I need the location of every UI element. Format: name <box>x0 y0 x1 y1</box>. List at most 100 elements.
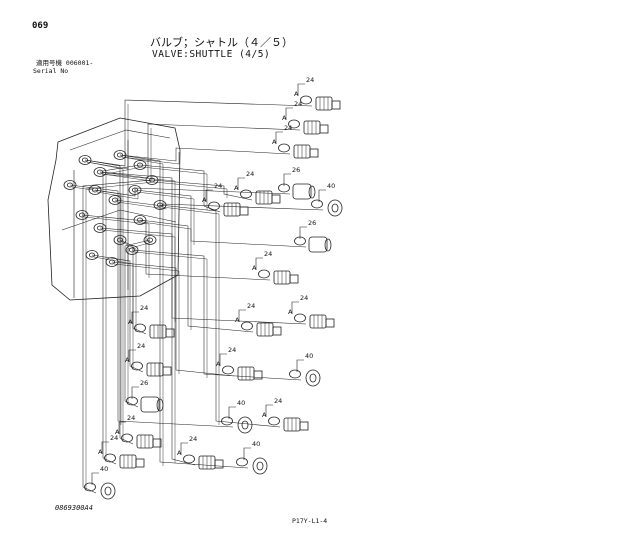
part-fitting: A24 <box>235 302 282 337</box>
fitting-flats <box>297 145 307 158</box>
callout-leader <box>118 421 126 434</box>
routing-line <box>81 214 271 281</box>
fitting-stem <box>239 206 249 216</box>
routing-line <box>139 219 254 333</box>
callout-leader <box>131 386 139 399</box>
callout-leader <box>131 311 139 324</box>
fitting-flats <box>153 325 163 338</box>
fitting-flats <box>123 455 133 468</box>
o-ring <box>300 95 312 105</box>
routing-line <box>121 152 180 165</box>
mark-a: A <box>282 114 287 122</box>
part-callout-24: 24 <box>306 76 314 84</box>
mark-a: A <box>125 356 130 364</box>
plug-socket <box>256 461 264 471</box>
part-fitting: A 24 <box>272 124 319 159</box>
routing-line <box>119 147 291 162</box>
routing-line <box>119 154 249 469</box>
plug-socket <box>104 486 112 496</box>
fitting-stem <box>331 100 341 110</box>
port-bore <box>67 182 74 188</box>
part-callout-40: 40 <box>252 440 260 448</box>
mark-a: A <box>252 264 257 272</box>
routing-line <box>91 254 144 373</box>
routing-line <box>96 191 139 200</box>
routing-line <box>101 173 176 463</box>
shuttle-end <box>308 185 316 199</box>
callout-leader <box>228 406 236 419</box>
routing-line <box>159 204 281 428</box>
port-bore <box>146 237 153 243</box>
fitting-flats <box>287 418 297 431</box>
o-ring <box>258 269 270 279</box>
part-callout-24: 24 <box>274 397 282 405</box>
callout-leader <box>91 472 99 485</box>
fitting-flats <box>140 435 150 448</box>
callout-leader <box>318 189 326 202</box>
fitting-stem <box>272 326 282 336</box>
o-ring <box>134 323 146 333</box>
fitting-flats <box>260 323 270 336</box>
port-boss <box>75 210 89 220</box>
fitting-stem <box>135 458 145 468</box>
o-ring <box>121 433 133 443</box>
plug-head <box>252 457 268 475</box>
callout-leader <box>291 301 299 314</box>
part-fitting: A24 <box>115 414 162 449</box>
routing-line <box>161 206 220 425</box>
part-plug: 40 <box>236 440 268 475</box>
routing-line <box>84 99 313 167</box>
callout-leader <box>238 309 246 322</box>
routing-line <box>124 239 151 408</box>
routing-line <box>86 104 129 170</box>
plug-socket <box>241 420 249 430</box>
part-plug: 40 <box>221 399 253 434</box>
o-ring <box>294 313 306 323</box>
port-bore <box>112 197 119 203</box>
part-fitting: A24 <box>294 76 341 111</box>
mark-a: A <box>262 411 267 419</box>
part-callout-24: 24 <box>137 342 145 350</box>
routing-line <box>141 166 208 210</box>
fitting-flats <box>259 191 269 204</box>
part-shuttle: 26 <box>294 219 332 253</box>
fitting-stem <box>165 328 175 338</box>
part-callout-24: 24 <box>189 435 197 443</box>
callout-leader <box>283 173 291 186</box>
routing-line <box>93 256 134 370</box>
part-callout-24: 24 <box>228 346 236 354</box>
shuttle-body <box>308 236 328 253</box>
fitting-stem <box>309 148 319 158</box>
page-number: 069 <box>32 21 49 31</box>
o-ring <box>278 143 290 153</box>
routing-line <box>105 166 143 462</box>
serial-range-japanese: 適用号機 006001- <box>36 59 94 67</box>
fitting-stem <box>289 274 299 284</box>
fitting-stem <box>319 124 329 134</box>
part-fitting: A24 <box>177 435 224 470</box>
part-callout-24: 24 <box>284 124 292 132</box>
routing-line <box>136 191 195 245</box>
port-boss <box>93 167 107 177</box>
part-callout-40: 40 <box>100 465 108 473</box>
plug-head <box>327 199 343 217</box>
routing-line <box>101 128 152 182</box>
part-callout-26: 26 <box>292 166 300 174</box>
routing-line <box>153 181 228 198</box>
port-boss <box>133 160 147 170</box>
o-ring <box>241 321 253 331</box>
part-callout-24: 24 <box>247 302 255 310</box>
part-fitting: A24 <box>288 294 335 329</box>
routing-line <box>116 201 167 210</box>
part-callout-24: 24 <box>127 414 135 422</box>
routing-line <box>141 221 192 330</box>
callout-leader <box>205 189 213 202</box>
mark-a: A <box>272 138 277 146</box>
drawing-number: 0869300A4 <box>55 504 93 512</box>
port-bore <box>117 152 124 158</box>
part-fitting: A24 <box>128 304 175 339</box>
part-shuttle: 26 <box>278 166 316 200</box>
mark-a: A <box>234 184 239 192</box>
o-ring <box>104 453 116 463</box>
